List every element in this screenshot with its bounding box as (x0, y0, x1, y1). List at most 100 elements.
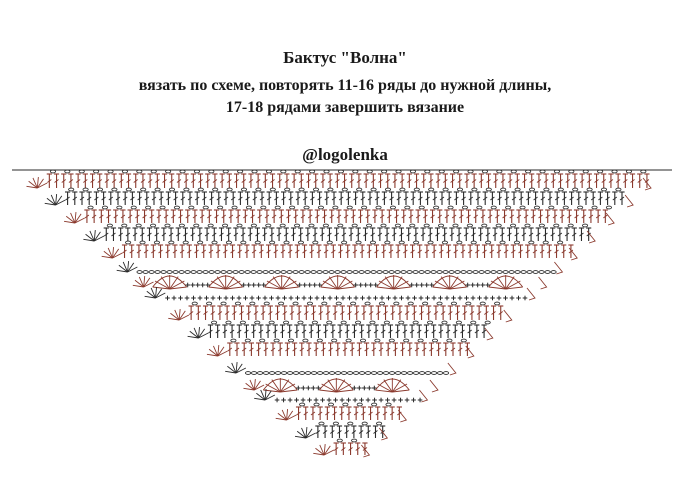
stitch-dc (557, 173, 564, 188)
stitch-chain (165, 169, 172, 174)
stitch-dc (377, 173, 384, 188)
stitch-chain (582, 169, 589, 174)
edge-mark (624, 194, 634, 208)
stitch-dc (244, 191, 251, 205)
stitch-dc (329, 209, 335, 223)
stitch-chain (318, 421, 325, 426)
stitch-dc (429, 209, 436, 223)
stitch-chain (395, 169, 402, 174)
stitch-chain (148, 270, 155, 274)
stitch-dc (365, 425, 371, 438)
stitch-sc (294, 397, 299, 403)
stitch-sc (205, 282, 210, 288)
stitch-dc (454, 305, 461, 320)
stitch-chain (273, 338, 280, 343)
stitch-chain (335, 301, 342, 306)
stitch-dc (373, 324, 379, 338)
stitch-dc (503, 244, 509, 258)
stitch-sc (256, 295, 261, 301)
stitch-chain (400, 270, 407, 274)
stitch-dc (427, 227, 433, 241)
stitch-chain (409, 223, 416, 228)
stitch-chain (312, 240, 319, 245)
stitch-chain (383, 320, 390, 325)
stitch-sc (431, 295, 437, 301)
stitch-dc (355, 442, 361, 455)
stitch-chain (625, 169, 632, 174)
stitch-dc (217, 305, 223, 320)
stitch-chain (136, 169, 143, 174)
stitch-fan (187, 327, 209, 339)
stitch-chain (542, 240, 549, 245)
stitch-chain (533, 205, 540, 210)
stitch-dc (248, 342, 254, 356)
stitch-dc (301, 324, 307, 338)
edge-mark (447, 362, 457, 376)
stitch-chain (265, 223, 272, 228)
stitch-sc (282, 295, 287, 301)
stitch-chain (404, 205, 411, 210)
stitch-dc (361, 305, 367, 320)
stitch-dc (315, 425, 321, 438)
stitch-dc (470, 227, 477, 241)
stitch-chain (351, 223, 358, 228)
stitch-dc (228, 209, 234, 223)
stitch-chain (355, 240, 362, 245)
stitch-chain (394, 270, 401, 274)
stitch-chain (484, 270, 491, 274)
stitch-chain (557, 240, 564, 245)
stitch-chain (399, 187, 406, 192)
stitch-dc (144, 191, 150, 205)
stitch-dc (296, 305, 302, 320)
stitch-dc (344, 324, 350, 338)
stitch-sc (480, 282, 485, 288)
stitch-fan (116, 261, 138, 273)
stitch-dc (393, 209, 400, 223)
stitch-dc (105, 209, 112, 223)
stitch-dc (287, 244, 293, 258)
stitch-sc (171, 295, 177, 301)
stitch-dc (259, 191, 265, 205)
stitch-chain (380, 223, 387, 228)
stitch-dc (308, 324, 314, 338)
stitch-dc (172, 191, 179, 205)
stitch-chain (496, 169, 503, 174)
stitch-chain (409, 169, 416, 174)
stitch-sc (308, 295, 313, 301)
stitch-dc (413, 173, 420, 188)
stitch-dc (282, 305, 288, 320)
stitch-chain (341, 187, 348, 192)
stitch-dc (170, 209, 176, 223)
stitch-dc (353, 406, 359, 420)
stitch-dc (118, 227, 124, 241)
stitch-dc (518, 191, 524, 205)
stitch-chain (401, 371, 408, 375)
stitch-dc (431, 244, 437, 258)
stitch-dc (417, 191, 423, 205)
stitch-dc (316, 191, 323, 205)
stitch-chain (168, 187, 176, 192)
stitch-chain (484, 320, 491, 325)
stitch-chain (313, 402, 320, 407)
stitch-chain (206, 301, 213, 306)
stitch-chain (543, 187, 550, 192)
stitch-chain (254, 240, 261, 245)
stitch-chain (249, 301, 256, 306)
stitch-dc (68, 173, 74, 188)
stitch-dc (450, 342, 456, 356)
stitch-chain (485, 187, 492, 192)
stitch-dc (277, 342, 283, 356)
stitch-chain (191, 301, 198, 306)
stitch-dc (546, 244, 552, 258)
stitch-chain (370, 187, 377, 192)
stitch-dc (467, 244, 473, 258)
stitch-sc (204, 295, 209, 301)
edge-mark (419, 389, 429, 403)
stitch-sc (301, 295, 307, 301)
stitch-chain (423, 223, 430, 228)
stitch-dc (329, 425, 335, 438)
stitch-sc (246, 282, 251, 288)
stitch-dc (507, 173, 513, 188)
stitch-dc (593, 173, 600, 188)
stitch-chain (87, 205, 94, 210)
